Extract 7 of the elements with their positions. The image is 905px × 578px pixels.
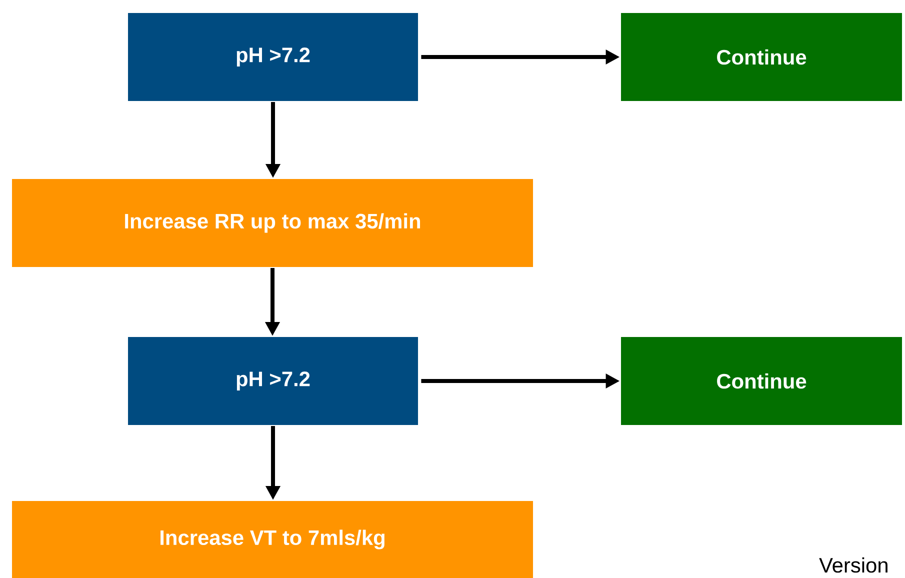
outcome-box: Continue xyxy=(621,13,902,101)
version-note: Version xyxy=(819,557,888,573)
outcome-box: Continue xyxy=(621,337,902,425)
action-box: Increase VT to 7mls/kg xyxy=(12,501,533,578)
action-box: Increase RR up to max 35/min xyxy=(12,179,533,267)
decision-box: pH >7.2 xyxy=(128,13,418,101)
decision-box: pH >7.2 xyxy=(128,337,418,425)
